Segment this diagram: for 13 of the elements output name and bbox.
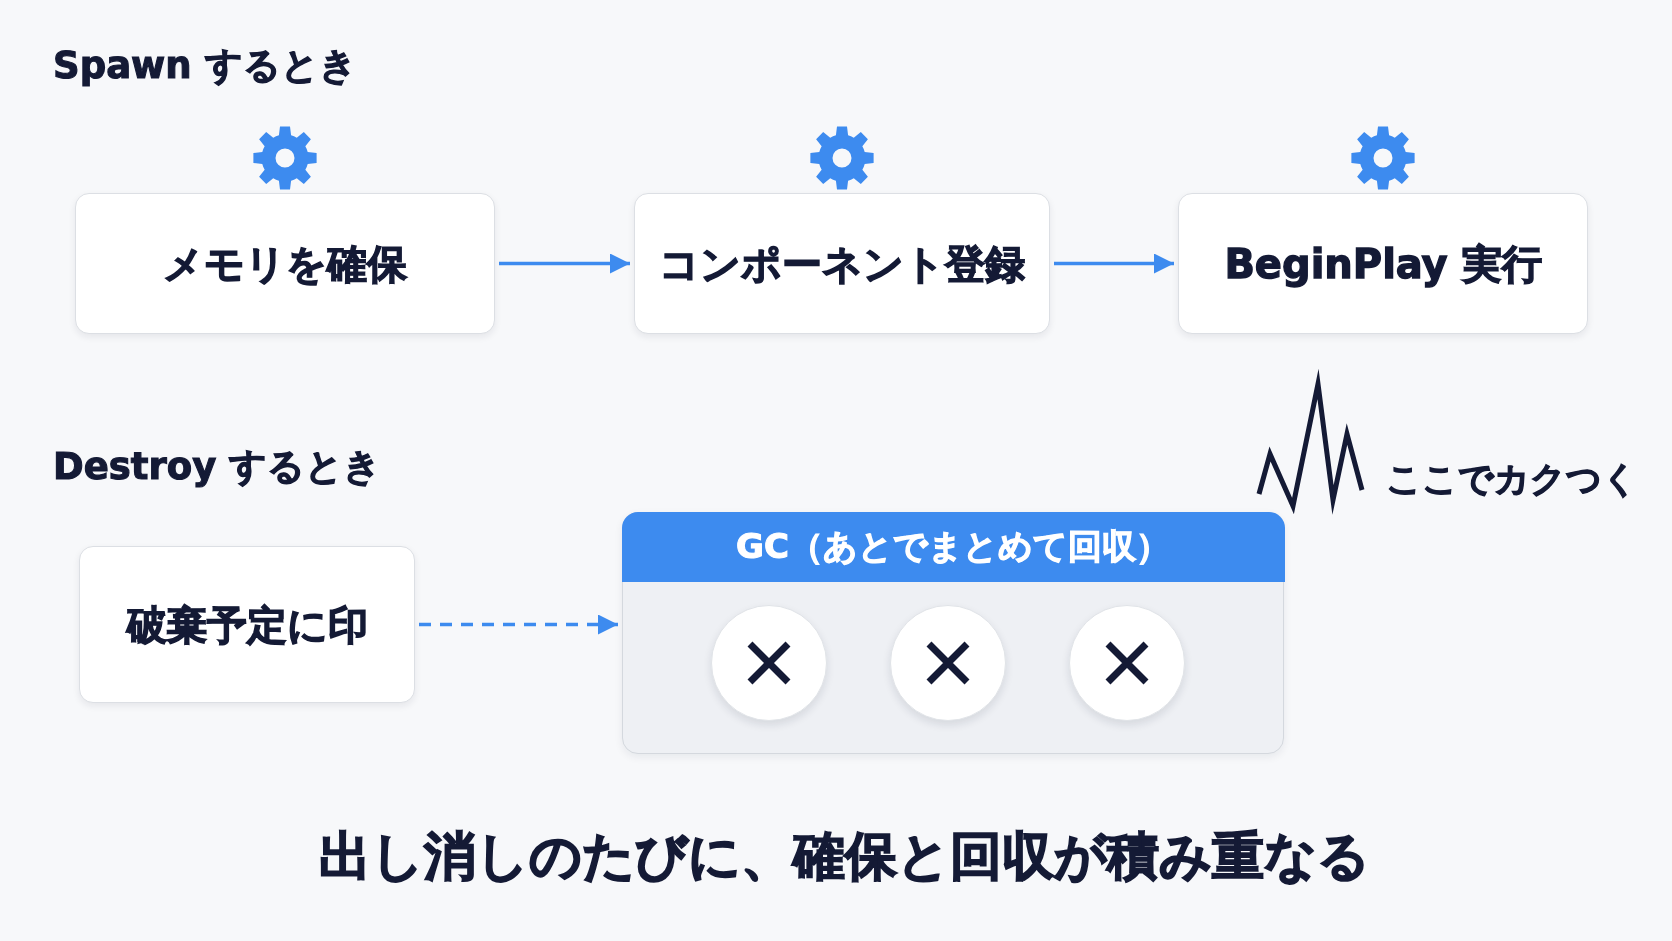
section-heading: Spawn するとき <box>53 43 357 89</box>
dashed-arrow <box>419 614 618 635</box>
panel <box>622 512 1284 754</box>
annotation: ここでカクつく <box>1386 458 1638 500</box>
section-heading: Destroy するとき <box>53 444 382 490</box>
arrow <box>499 253 630 274</box>
process-box: メモリを確保 <box>75 193 495 334</box>
header-bar: GC（あとでまとめて回収） <box>621 511 1285 582</box>
process-box: BeginPlay 実行 <box>1178 193 1588 334</box>
process-box: 破棄予定に印 <box>79 546 415 703</box>
process-box: コンポーネント登録 <box>634 193 1050 334</box>
caption: 出し消しのたびに、確保と回収が積み重なる <box>318 824 1370 888</box>
arrow <box>1054 253 1174 274</box>
